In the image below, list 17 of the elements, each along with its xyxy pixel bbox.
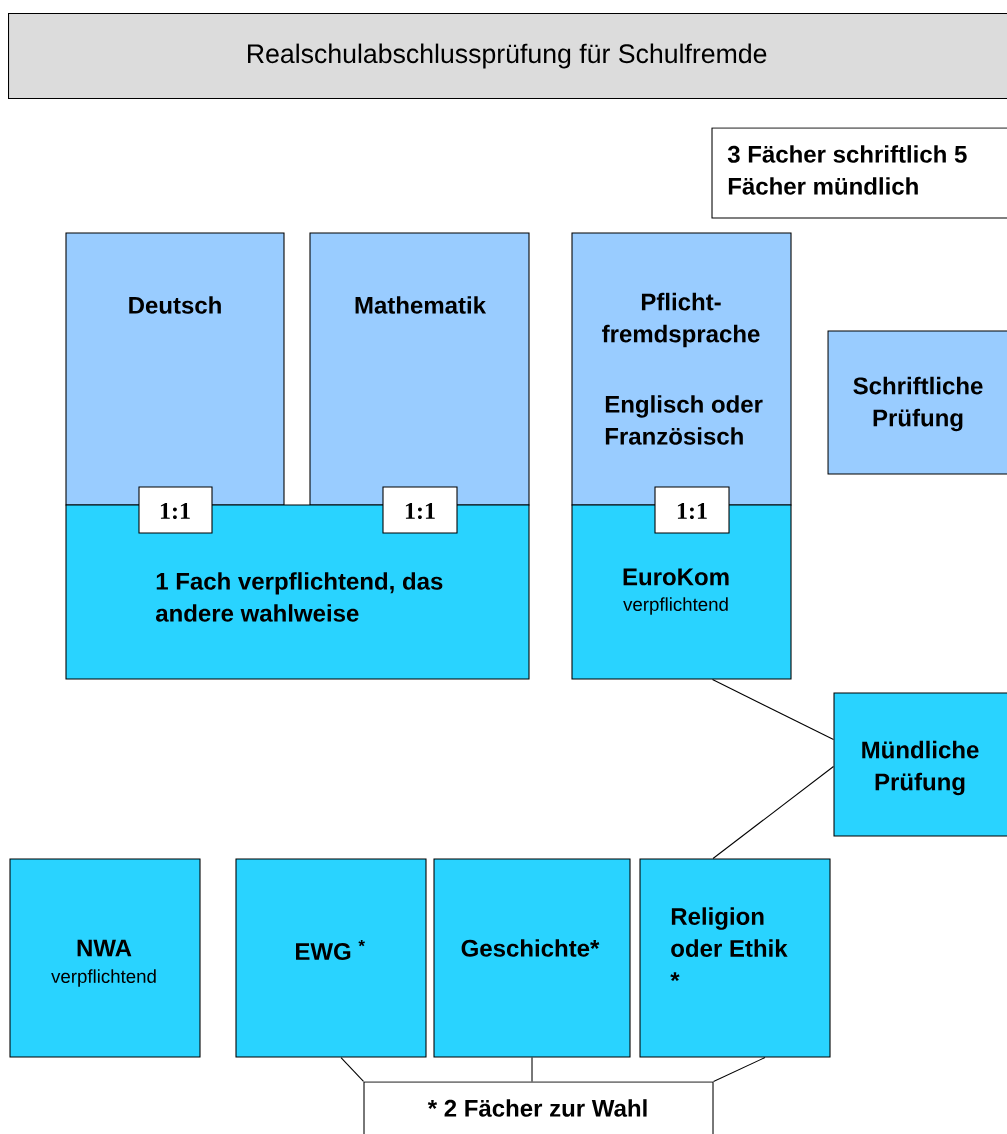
subject-box: Religion oder Ethik * — [639, 858, 831, 1058]
note-box: * 2 Fächer zur Wahl — [363, 1081, 714, 1134]
subject-box: Geschichte* — [433, 858, 631, 1058]
note-box: 3 Fächer schriftlich 5 Fächer mündlich — [711, 127, 1007, 219]
connector-line — [712, 765, 834, 859]
connector-line — [711, 679, 834, 741]
ratio-box: 1:1 — [138, 486, 213, 534]
connector-line — [713, 1057, 766, 1082]
ratio-box: 1:1 — [382, 486, 458, 534]
title-bar: Realschulabschlussprüfung für Schulfremde — [8, 13, 1007, 100]
subject-box: NWA verpflichtend — [9, 858, 201, 1058]
ratio-box: 1:1 — [654, 486, 730, 534]
connector-line — [531, 1057, 533, 1082]
exam-box: Mündliche Prüfung — [833, 692, 1007, 837]
connector-line — [340, 1057, 364, 1082]
exam-box: Schriftliche Prüfung — [827, 330, 1007, 475]
subject-box: EWG $^{*}$ — [235, 858, 427, 1058]
